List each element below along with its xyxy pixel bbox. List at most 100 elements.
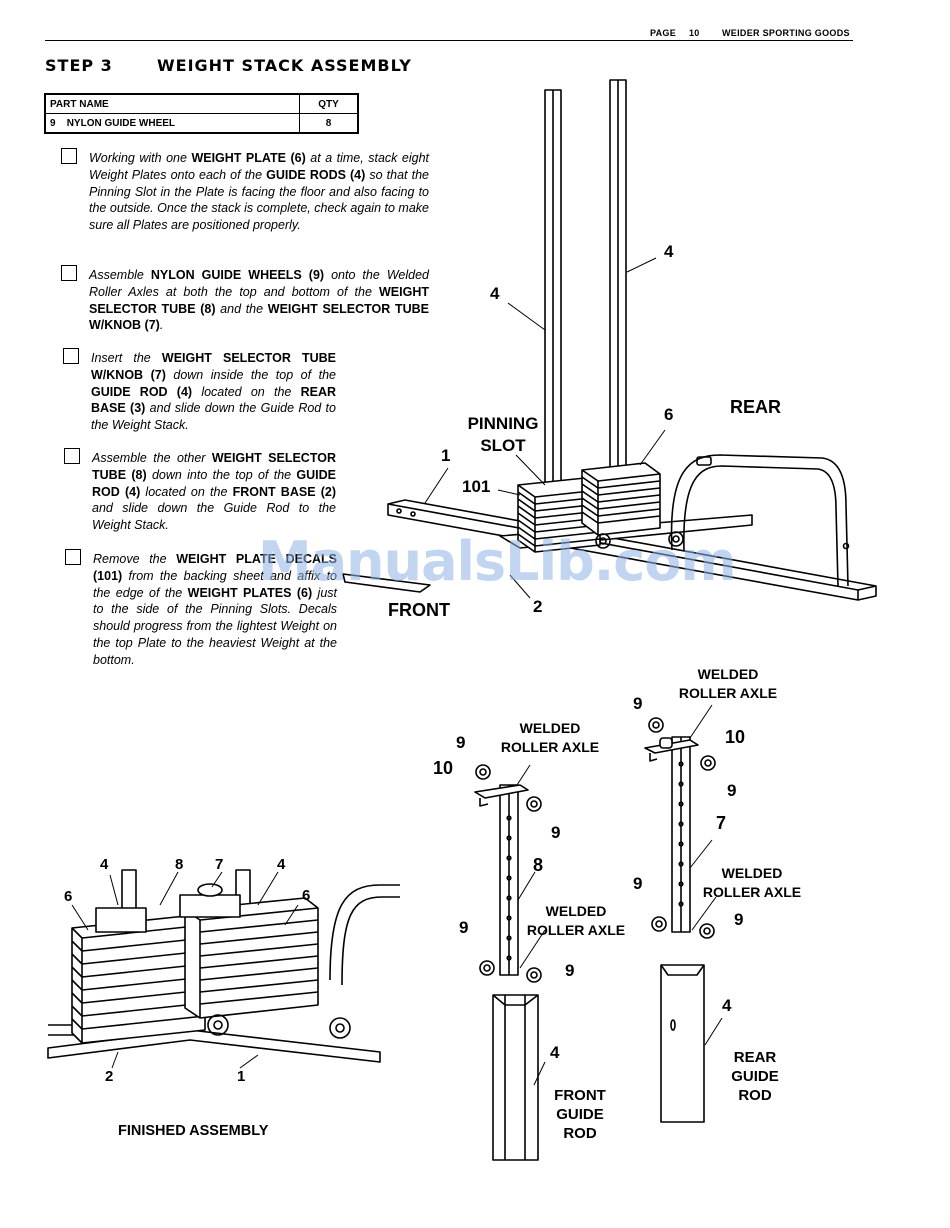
label-guide-rod-front: 4 bbox=[490, 284, 500, 303]
rear-label: REAR bbox=[730, 397, 782, 417]
caption-line: WELDED bbox=[697, 666, 759, 682]
step-title: WEIGHT STACK ASSEMBLY bbox=[157, 56, 412, 75]
label-weight-plate: 6 bbox=[664, 405, 674, 424]
right-weight-stack bbox=[581, 462, 661, 536]
part-name-cell: 9 NYLON GUIDE WHEEL bbox=[44, 113, 300, 134]
step-checkbox-5[interactable] bbox=[65, 549, 81, 565]
text: Remove the bbox=[93, 552, 177, 566]
pinning-slot-line1: PINNING bbox=[467, 414, 539, 433]
label-bracket: 10 bbox=[725, 727, 746, 747]
text: Insert the bbox=[91, 351, 162, 365]
caption-line: GUIDE bbox=[731, 1068, 779, 1085]
part-ref: GUIDE ROD (4) bbox=[92, 467, 336, 499]
watermark: ManualsLib.com bbox=[258, 530, 737, 593]
caption-line: ROLLER AXLE bbox=[526, 922, 626, 938]
label-wheel: 9 bbox=[456, 733, 466, 752]
step-heading: STEP 3 WEIGHT STACK ASSEMBLY bbox=[45, 56, 412, 75]
part-ref: WEIGHT PLATES (6) bbox=[187, 585, 313, 600]
part-ref: WEIGHT SELECTOR TUBE (8) bbox=[89, 284, 429, 316]
label-front-base: 1 bbox=[441, 446, 451, 465]
welded-roller-axle-top-left: WELDED ROLLER AXLE bbox=[490, 719, 610, 757]
welded-roller-axle-top-right: WELDED ROLLER AXLE bbox=[668, 665, 788, 703]
text: Working with one bbox=[89, 151, 192, 165]
text: located on the bbox=[140, 484, 233, 499]
caption-line: ROLLER AXLE bbox=[678, 685, 778, 701]
caption-line: WELDED bbox=[721, 865, 783, 881]
part-number: 9 bbox=[50, 117, 56, 129]
part-ref: WEIGHT SELECTOR TUBE (8) bbox=[92, 451, 336, 482]
label-bracket: 10 bbox=[433, 758, 454, 778]
text: Assemble the other bbox=[92, 451, 212, 465]
welded-roller-axle-bottom-left: WELDED ROLLER AXLE bbox=[516, 902, 636, 940]
page-label: PAGE bbox=[650, 28, 677, 38]
step-checkbox-3[interactable] bbox=[63, 348, 79, 364]
label-wheel: 9 bbox=[727, 781, 737, 800]
caption-line: WELDED bbox=[545, 903, 607, 919]
part-ref: GUIDE RODS (4) bbox=[266, 167, 366, 182]
label-front-rod: 4 bbox=[550, 1043, 560, 1062]
label-decal: 101 bbox=[462, 477, 491, 496]
label-base-2: 2 bbox=[533, 597, 543, 616]
text: Assemble bbox=[89, 268, 151, 282]
finished-label-base-1: 1 bbox=[237, 1068, 246, 1085]
finished-label-tube-7: 7 bbox=[215, 856, 224, 873]
page-number: 10 bbox=[689, 28, 700, 38]
front-label: FRONT bbox=[388, 600, 450, 620]
caption-line: ROLLER AXLE bbox=[500, 739, 600, 755]
step-checkbox-4[interactable] bbox=[64, 448, 80, 464]
part-name: NYLON GUIDE WHEEL bbox=[66, 117, 176, 129]
part-ref: NYLON GUIDE WHEELS (9) bbox=[150, 268, 325, 282]
text: located on the bbox=[192, 384, 301, 399]
caption-line: ROD bbox=[738, 1087, 772, 1104]
step-number: STEP 3 bbox=[45, 56, 113, 75]
label-guide-rod-rear: 4 bbox=[664, 242, 674, 261]
company-name: WEIDER SPORTING GOODS bbox=[722, 28, 850, 38]
main-assembly-diagram bbox=[342, 79, 877, 601]
part-ref: WEIGHT SELECTOR TUBE W/KNOB (7) bbox=[89, 301, 429, 333]
caption-line: ROD bbox=[563, 1125, 597, 1142]
instruction-2: Assemble NYLON GUIDE WHEELS (9) onto the… bbox=[89, 267, 429, 334]
header-rule bbox=[45, 40, 853, 41]
label-tube-7: 7 bbox=[716, 813, 727, 833]
finished-assembly-caption: FINISHED ASSEMBLY bbox=[118, 1123, 269, 1139]
text: from the backing sheet and affix to the … bbox=[93, 568, 337, 600]
label-rear-rod: 4 bbox=[722, 996, 732, 1015]
finished-label-base-2: 2 bbox=[105, 1068, 114, 1085]
text: at a time, stack eight Weight Plates ont… bbox=[89, 151, 430, 182]
label-wheel: 9 bbox=[459, 918, 469, 937]
parts-table: PART NAME QTY 9 NYLON GUIDE WHEEL 8 bbox=[44, 93, 359, 134]
instruction-3: Insert the WEIGHT SELECTOR TUBE W/KNOB (… bbox=[91, 350, 336, 434]
text: and slide down the Guide Rod to the Weig… bbox=[92, 501, 336, 533]
text: onto the Welded Roller Axles at both the… bbox=[89, 268, 429, 299]
part-ref: WEIGHT SELECTOR TUBE W/KNOB (7) bbox=[91, 351, 336, 382]
table-row: 9 NYLON GUIDE WHEEL 8 bbox=[44, 113, 359, 134]
finished-label-rod-right: 4 bbox=[277, 856, 286, 873]
pinning-slot-label: PINNING SLOT bbox=[458, 413, 548, 457]
rear-guide-rod-caption: REAR GUIDE ROD bbox=[715, 1048, 795, 1105]
text: and the bbox=[215, 301, 268, 316]
pinning-slot-line2: SLOT bbox=[480, 436, 526, 455]
weight-selector-tube-diagram bbox=[474, 764, 546, 1161]
finished-label-plate-left: 6 bbox=[64, 888, 73, 905]
label-tube-8: 8 bbox=[533, 855, 544, 875]
step-checkbox-2[interactable] bbox=[61, 265, 77, 281]
part-qty: 8 bbox=[299, 113, 359, 134]
label-wheel: 9 bbox=[734, 910, 744, 929]
part-ref: FRONT BASE (2) bbox=[232, 484, 337, 499]
text: down into the top of the bbox=[146, 467, 297, 482]
label-wheel: 9 bbox=[551, 823, 561, 842]
label-wheel: 9 bbox=[565, 961, 575, 980]
text: . bbox=[159, 318, 164, 333]
caption-line: WELDED bbox=[519, 720, 581, 736]
caption-line: GUIDE bbox=[556, 1106, 604, 1123]
welded-roller-axle-bottom-right: WELDED ROLLER AXLE bbox=[692, 864, 812, 902]
text: so that the Pinning Slot in the Plate is… bbox=[89, 167, 429, 233]
part-ref: WEIGHT PLATE DECALS (101) bbox=[93, 552, 337, 583]
caption-line: REAR bbox=[733, 1049, 777, 1066]
text: just to the side of the Pinning Slots. D… bbox=[93, 585, 337, 667]
step-checkbox-1[interactable] bbox=[61, 148, 77, 164]
part-ref: WEIGHT PLATE (6) bbox=[191, 151, 306, 165]
instruction-5: Remove the WEIGHT PLATE DECALS (101) fro… bbox=[93, 551, 337, 669]
text: and slide down the Guide Rod to the Weig… bbox=[91, 401, 336, 433]
